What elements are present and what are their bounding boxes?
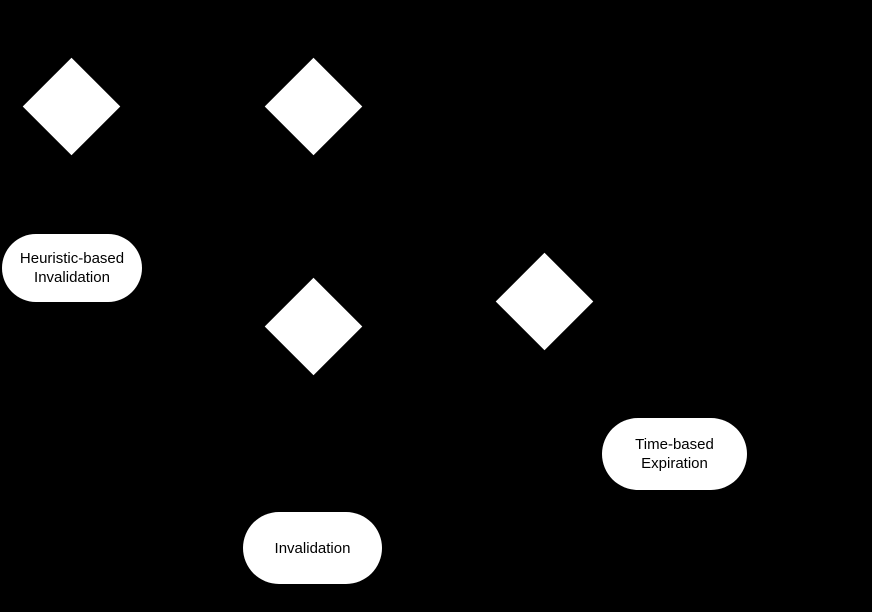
terminal-node-label: Heuristic-based Invalidation [19, 250, 125, 286]
terminal-node-time-based-expiration: Time-based Expiration [602, 418, 747, 490]
terminal-node-invalidation: Invalidation [243, 512, 382, 584]
decision-node-3 [264, 277, 362, 375]
terminal-node-label: Time-based Expiration [635, 436, 714, 472]
decision-node-1 [22, 57, 121, 156]
terminal-node-heuristic-based-invalidation: Heuristic-based Invalidation [2, 234, 142, 302]
terminal-node-label: Invalidation [274, 539, 351, 557]
decision-node-4 [495, 252, 593, 351]
decision-node-2 [264, 57, 362, 156]
